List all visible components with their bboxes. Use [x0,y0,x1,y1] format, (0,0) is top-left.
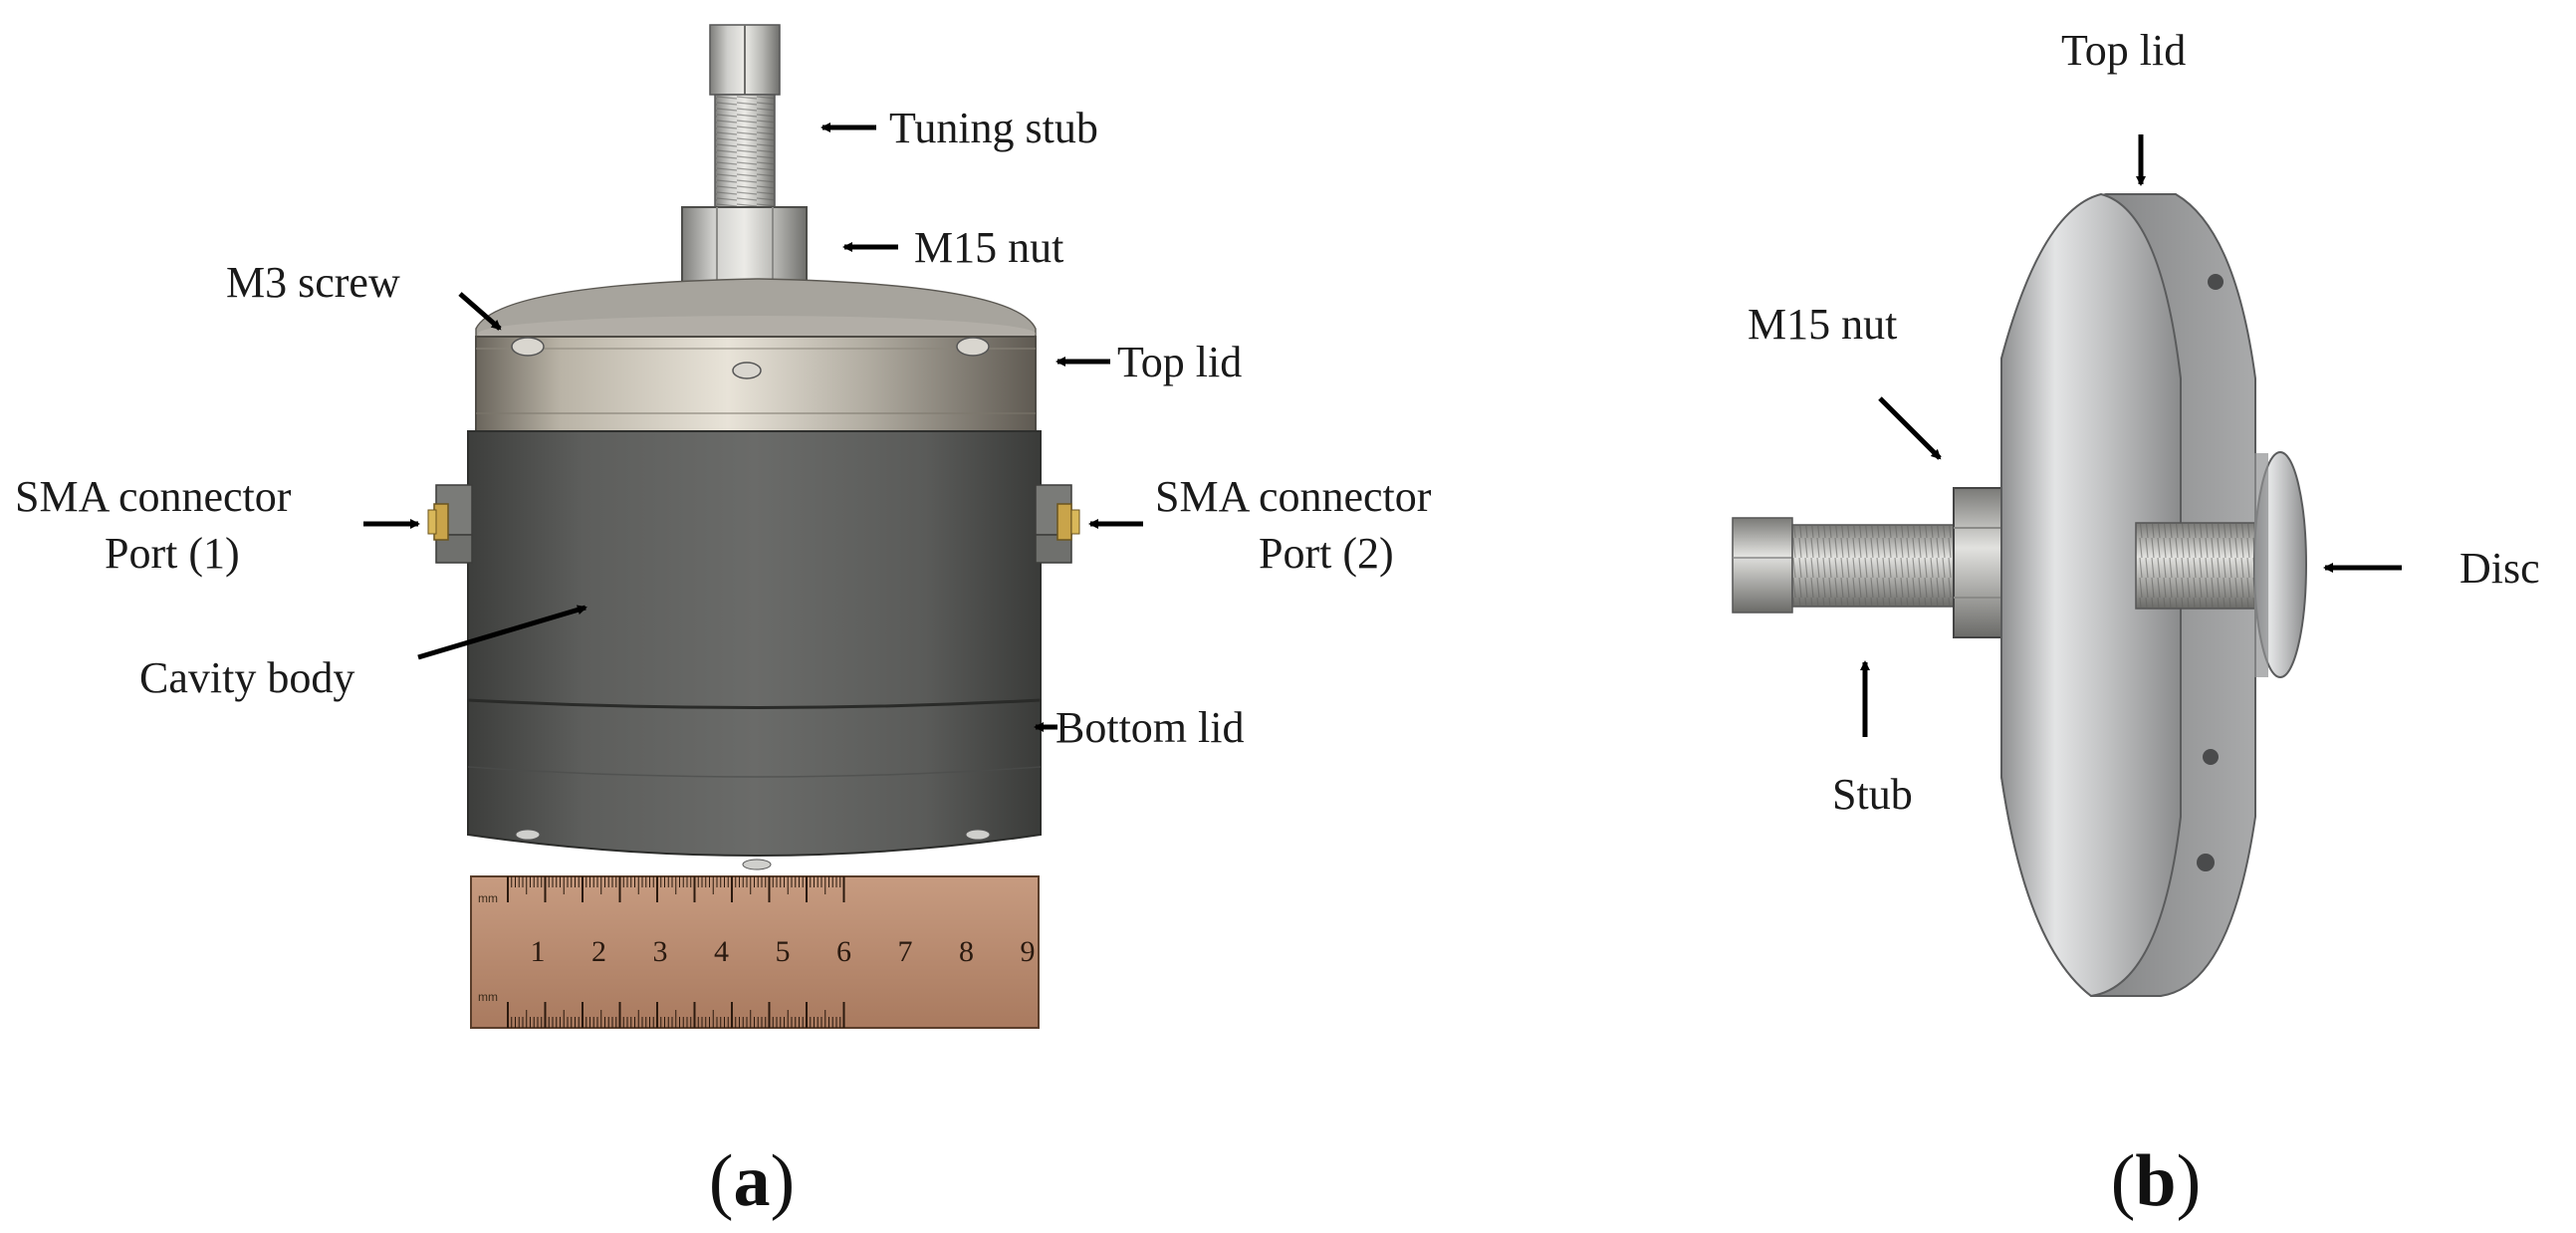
ruler-number: 3 [653,935,668,968]
ruler-number: 9 [1021,935,1036,968]
label-top-lid-b: Top lid [2061,26,2186,75]
top-lid-b [2000,192,2256,998]
ruler-number: 7 [898,935,913,968]
arrow-m15-nut-b [1878,396,1942,460]
label-disc: Disc [2459,544,2540,593]
stub-b [1732,517,1958,614]
label-tuning-stub: Tuning stub [889,104,1098,152]
ruler-number: 5 [776,935,791,968]
arrow-cavity-body [417,605,587,660]
panel-a-labels: Tuning stub M15 nut M3 screw Top lid SMA… [15,104,1432,752]
ruler-unit-label-top: mm [478,891,498,905]
label-sma-port-1-line2: Port (1) [105,529,240,578]
ruler-number: 8 [959,935,974,968]
caption-a: (a) [709,1140,795,1222]
label-m15-nut-b: M15 nut [1748,300,1897,349]
sma-connector-port-2 [1035,484,1080,564]
cavity-body-a [467,430,1042,870]
tuning-stub [709,24,781,235]
label-sma-port-2-line2: Port (2) [1259,529,1394,578]
arrow-m3-screw [458,292,502,331]
ruler-number: 6 [836,935,851,968]
stub-thread-right [2135,522,2256,610]
label-bottom-lid: Bottom lid [1055,703,1244,752]
label-m3-screw: M3 screw [226,258,400,307]
ruler-ticks [507,876,845,1028]
ruler-unit-label-bottom: mm [478,990,498,1004]
ruler-number: 4 [714,935,729,968]
sma-connector-port-1 [427,484,473,564]
label-m15-nut-a: M15 nut [914,223,1063,272]
label-cavity-body: Cavity body [139,653,354,702]
m3-screw-center [732,362,762,379]
panel-b-labels: Top lid M15 nut Disc Stub [1748,26,2540,819]
ruler-number: 2 [591,935,606,968]
label-top-lid-a: Top lid [1117,338,1242,386]
top-lid-a [475,278,1037,432]
m3-screw-right [956,337,990,357]
panel-b-photo [1732,192,2307,998]
ruler-number: 1 [531,935,546,968]
label-sma-port-1-line1: SMA connector [15,472,292,521]
panel-a-photo: mm mm 1 2 3 4 5 6 7 8 9 [427,24,1080,1029]
ruler: mm mm 1 2 3 4 5 6 7 8 9 [470,875,1040,1029]
disc-b [2253,451,2307,678]
label-stub: Stub [1832,770,1913,819]
label-sma-port-2-line1: SMA connector [1155,472,1432,521]
m15-nut-b [1953,487,2004,638]
ruler-numbers: 1 2 3 4 5 6 7 8 9 [531,935,1036,968]
m3-screw-left [511,337,545,357]
caption-b: (b) [2111,1140,2201,1222]
